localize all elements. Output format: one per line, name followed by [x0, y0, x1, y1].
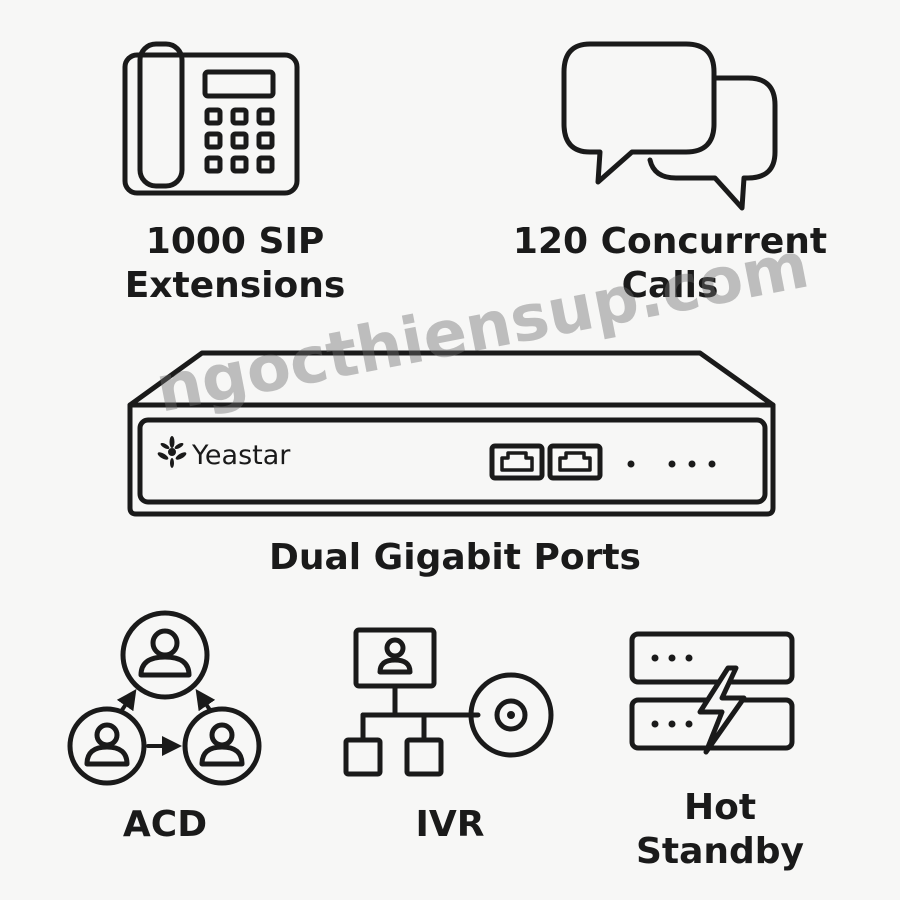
sip-extensions-label: 1000 SIP Extensions — [124, 221, 346, 306]
yeastar-logo-icon — [157, 436, 187, 468]
ivr-label: IVR — [415, 804, 485, 845]
status-led-dots — [627, 460, 716, 468]
concurrent-calls-label: 120 Concurrent Calls — [512, 221, 828, 306]
dual-ports-label: Dual Gigabit Ports — [269, 537, 641, 578]
ethernet-port-2 — [547, 443, 603, 481]
ethernet-port-1 — [489, 443, 545, 481]
device-brand-label: Yeastar — [192, 440, 291, 471]
hot-standby-label: Hot Standby — [635, 787, 805, 872]
acd-label: ACD — [122, 804, 208, 845]
